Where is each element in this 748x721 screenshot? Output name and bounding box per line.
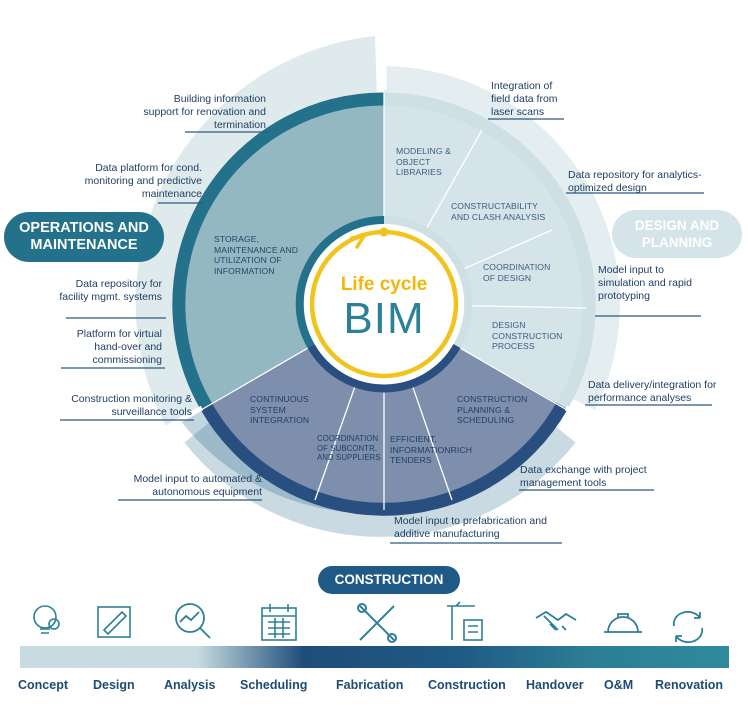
center-ring [295,215,473,393]
annotation-exchange: Data exchange with project management to… [520,464,647,489]
segment-constructability: CONSTRUCTABILITY AND CLASH ANALYSIS [451,201,546,222]
stage-analysis: Analysis [164,678,216,692]
segment-design-construction: DESIGN CONSTRUCTION PROCESS [492,320,563,351]
segment-subcontr: COORDINATION OF SUBCONTR. AND SUPPLIERS [317,434,381,462]
annotation-lines [60,118,712,544]
segment-modeling: MODELING & OBJECT LIBRARIES [396,146,451,177]
annotation-analytics: Data repository for analytics-optimized … [568,169,702,194]
segment-continuous: CONTINUOUS SYSTEM INTEGRATION [250,394,310,425]
hardhat-icon [604,613,642,633]
handshake-icon [535,610,577,631]
annotation-facility: Data repository for facility mgmt. syste… [59,278,162,303]
segment-storage: STORAGE, MAINTENANCE AND UTILIZATION OF … [214,234,299,276]
annotation-automated: Model input to automated & autonomous eq… [133,473,262,498]
annotation-prefab: Model input to prefabrication and additi… [394,515,547,540]
stage-concept: Concept [18,678,68,692]
segment-tenders: EFFICIENT, INFORMATIONRICH TENDERS [390,434,473,465]
construction-pill: CONSTRUCTION [318,566,460,594]
stage-renovation: Renovation [655,678,724,692]
magnifier-chart-icon [175,603,211,639]
lightbulb-gear-icon [33,605,60,634]
renovation-cycle-icon [672,610,704,644]
annotation-laser: Integration of field data from laser sca… [491,80,558,118]
annotation-simulation: Model input to simulation and rapid prot… [598,264,692,302]
annotation-data-platform: Data platform for cond. monitoring and p… [84,162,202,200]
annotation-monitoring: Construction monitoring & surveillance t… [71,393,192,418]
blueprint-pencil-icon [97,606,131,638]
annotation-building-info: Building information support for renovat… [143,93,266,131]
annotation-virtual: Platform for virtual hand-over and commi… [76,328,162,366]
segment-planning: CONSTRUCTION PLANNING & SCHEDULING [457,394,528,425]
center-title: Life cycle [340,274,428,295]
phase-gaps [164,40,612,435]
stage-design: Design [93,678,135,692]
operations-pill: OPERATIONS AND MAINTENANCE [4,212,164,262]
stage-handover: Handover [526,678,584,692]
design-pill: DESIGN AND PLANNING [612,210,742,258]
crane-building-icon [447,601,483,641]
calendar-icon [261,604,297,641]
stage-construction: Construction [428,678,506,692]
center-bim: BIM [343,294,425,343]
annotation-delivery: Data delivery/integration for performanc… [588,379,717,404]
wrench-screwdriver-icon [357,603,397,643]
stage-scheduling: Scheduling [240,678,308,692]
stage-fabrication: Fabrication [336,678,404,692]
lifecycle-bar [20,646,729,668]
stage-om: O&M [604,678,634,692]
segment-coordination: COORDINATION OF DESIGN [483,262,551,283]
